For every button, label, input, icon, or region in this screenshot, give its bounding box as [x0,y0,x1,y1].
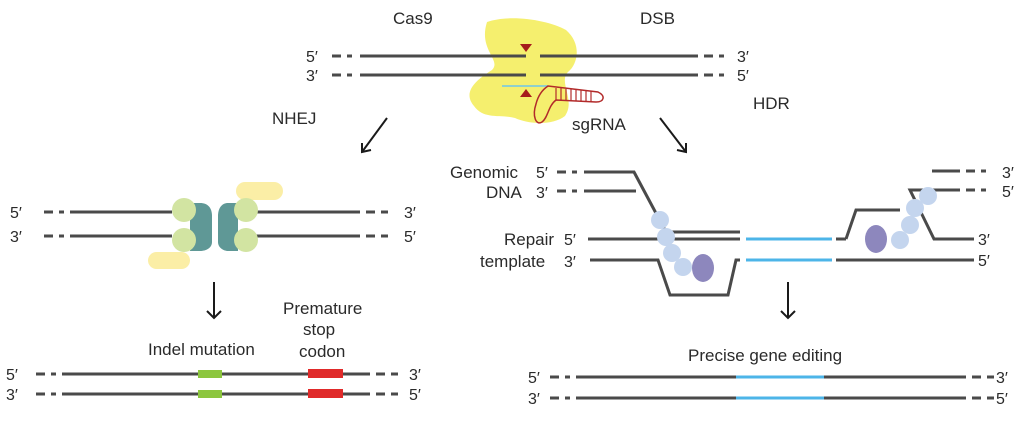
repair-label: Repair [504,230,554,249]
genomic-five-prime: 5′ [536,165,548,182]
ku-right-dark [218,203,238,251]
dna-label: DNA [486,183,523,202]
hdr-right-three-prime-mid: 3′ [978,232,990,249]
nhej-right-five-prime: 5′ [404,229,416,246]
nhej-left-five-prime: 5′ [10,205,22,222]
nhej-yellow-bottom [148,252,190,269]
premature-label-line2: stop [303,320,335,339]
precise-gene-editing-label: Precise gene editing [688,346,842,365]
polymerase-right [865,225,887,253]
sgrna-scaffold [533,85,604,124]
genomic-three-prime: 3′ [536,185,548,202]
sgrna [502,85,604,124]
hdr-label: HDR [753,94,790,113]
stop-codon-top [308,369,343,378]
edited-dna [550,375,994,400]
edited-right-five-prime: 5′ [996,391,1008,408]
indel-mark-top [198,370,222,378]
template-label: template [480,252,545,271]
indel-mutation-label: Indel mutation [148,340,255,359]
sgrna-label: sgRNA [572,115,627,134]
dsb-label: DSB [640,9,675,28]
arrow-nhej-down [206,282,222,320]
ku-left-top [172,198,196,222]
indel-right-five-prime: 5′ [409,387,421,404]
genomic-label: Genomic [450,163,519,182]
hdr-right-five-prime-mid: 5′ [978,253,990,270]
arrow-to-hdr [659,117,687,154]
nhej-yellow-top [236,182,283,200]
edited-right-three-prime: 3′ [996,370,1008,387]
cas9-protein [469,18,577,124]
top-right-three-prime: 3′ [737,49,749,66]
hdr-right-three-prime-top: 3′ [1002,165,1014,182]
top-left-three-prime: 3′ [306,68,318,85]
edited-left-three-prime: 3′ [528,391,540,408]
indel-left-three-prime: 3′ [6,387,18,404]
indel-dna [36,369,398,398]
nhej-right-three-prime: 3′ [404,205,416,222]
ku-right-top [234,198,258,222]
nhej-complex [44,182,388,269]
indel-right-three-prime: 3′ [409,367,421,384]
arrow-to-nhej [361,117,388,154]
cut-marker-bottom [520,89,532,97]
hdr-right-five-prime-top: 5′ [1002,184,1014,201]
target-dna [332,54,724,77]
hdr-repair-insert [746,237,832,262]
arrow-hdr-down [780,282,796,320]
ku-left-bottom [172,228,196,252]
top-left-five-prime: 5′ [306,49,318,66]
premature-label-line1: Premature [283,299,362,318]
nhej-left-three-prime: 3′ [10,229,22,246]
premature-label-line3: codon [299,342,345,361]
indel-left-five-prime: 5′ [6,367,18,384]
exonuclease-beads-left [651,211,692,276]
stop-codon-bottom [308,389,343,398]
dsb-cut-markers [520,44,532,97]
hdr-template-strands [588,237,974,297]
nhej-label: NHEJ [272,109,316,128]
edited-left-five-prime: 5′ [528,370,540,387]
indel-mark-bottom [198,390,222,398]
hdr-genomic-left [557,170,740,234]
cut-marker-top [520,44,532,52]
top-right-five-prime: 5′ [737,68,749,85]
repair-five-prime: 5′ [564,232,576,249]
ku-right-bottom [234,228,258,252]
cas9-complex [469,18,577,124]
exonuclease-beads-right [891,187,937,249]
hdr-genomic-right [844,169,986,241]
template-three-prime: 3′ [564,254,576,271]
cas9-label: Cas9 [393,9,433,28]
polymerase-left [692,254,714,282]
